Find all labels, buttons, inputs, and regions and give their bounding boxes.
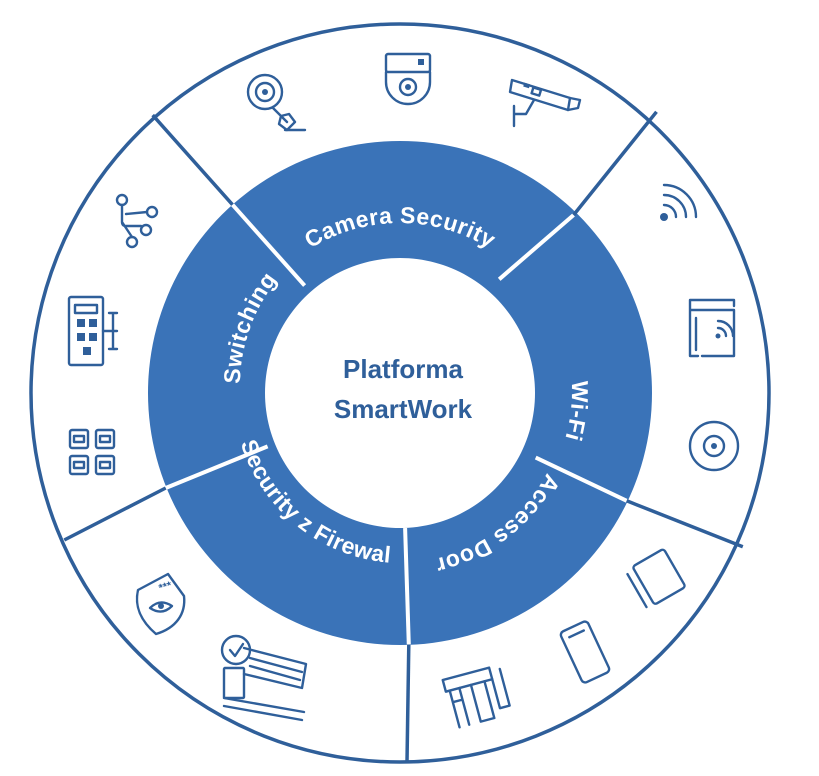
turnstile-gate-icon bbox=[441, 666, 511, 729]
center-title-line1: Platforma bbox=[343, 354, 463, 384]
round-webcam-icon bbox=[246, 73, 307, 132]
firewall-server-icon bbox=[220, 634, 308, 722]
center-title-line2: SmartWork bbox=[334, 394, 473, 424]
wifi-router-icon bbox=[688, 298, 736, 358]
door-phone-icon bbox=[559, 620, 611, 684]
access-point-icon bbox=[688, 420, 740, 472]
inner-separators bbox=[164, 203, 628, 645]
svg-text:***: *** bbox=[158, 580, 174, 595]
shield-eye-icon: *** bbox=[135, 572, 186, 636]
inner-ring bbox=[147, 141, 652, 645]
dome-camera-icon bbox=[384, 52, 432, 106]
network-tree-icon bbox=[115, 193, 159, 249]
bullet-camera-icon bbox=[508, 78, 582, 128]
network-switch-icon bbox=[67, 295, 119, 367]
center-circle bbox=[267, 260, 533, 526]
wifi-signal-icon bbox=[660, 183, 698, 221]
access-card-icon bbox=[626, 548, 686, 609]
outer-separators bbox=[63, 110, 744, 763]
ethernet-ports-icon bbox=[68, 428, 116, 476]
